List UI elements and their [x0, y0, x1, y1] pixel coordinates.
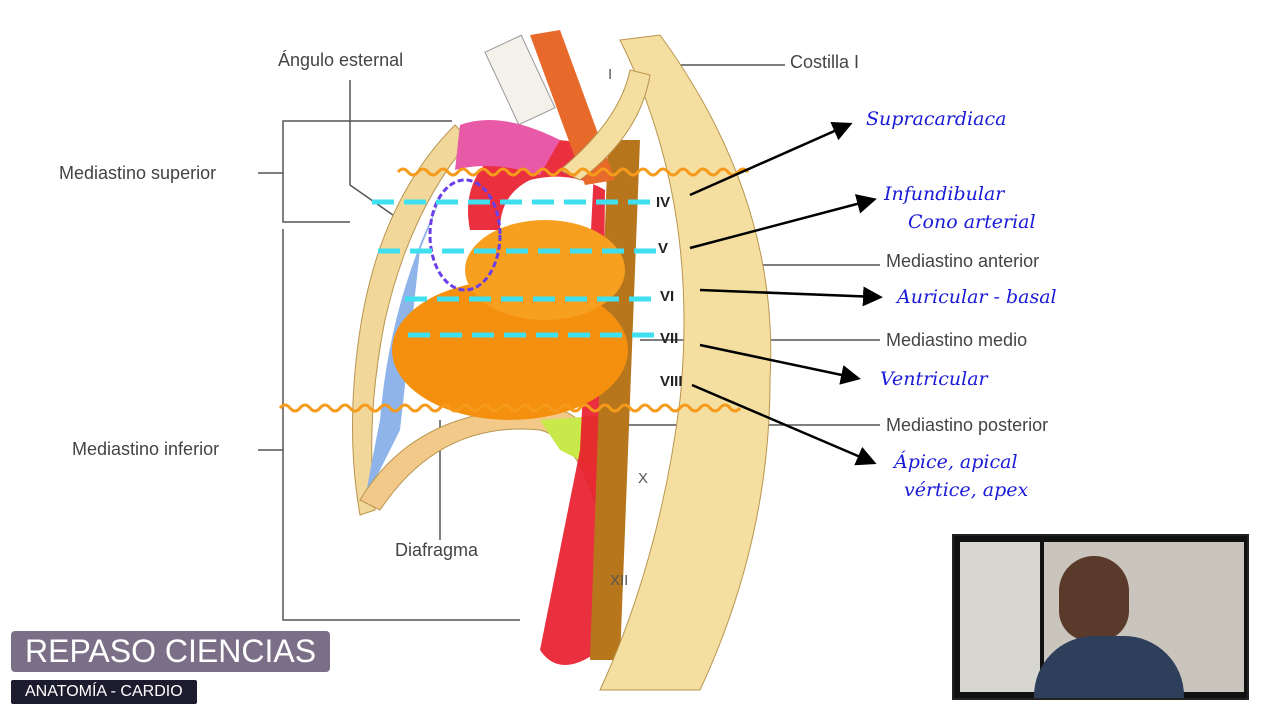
- label-diafragma: Diafragma: [395, 540, 479, 560]
- spine: [599, 34, 772, 691]
- bookshelf: [960, 542, 1040, 692]
- wavy-line-upper: [396, 167, 750, 177]
- vertebra-label: IV: [656, 194, 671, 211]
- vertebra-label: XII: [610, 572, 629, 589]
- annotation-cono-arterial: Cono arterial: [908, 211, 1036, 233]
- vertebra-label: VI: [660, 288, 675, 305]
- presenter-body: [1034, 636, 1184, 698]
- annotation-supracardiaca: Supracardiaca: [866, 108, 1007, 130]
- wavy-line-lower: [278, 403, 742, 413]
- label-costilla-i: Costilla I: [790, 52, 860, 72]
- vertebra-label: VIII: [660, 373, 683, 390]
- vertebra-label: VII: [660, 330, 679, 347]
- label-angulo-esternal: Ángulo esternal: [278, 50, 404, 70]
- annotation-ventricular: Ventricular: [880, 368, 988, 390]
- vertebra-label: I: [608, 66, 613, 83]
- annotation-apice: Ápice, apical: [894, 451, 1018, 473]
- webcam-video: [952, 534, 1249, 700]
- heart-upper: [465, 220, 625, 320]
- annotation-arrows: [689, 121, 883, 466]
- vertebra-label: X: [638, 470, 649, 487]
- thymus-scribble: [428, 178, 502, 292]
- label-mediastino-inferior: Mediastino inferior: [72, 439, 220, 459]
- label-mediastino-superior: Mediastino superior: [59, 163, 217, 183]
- rib-i: [559, 69, 651, 181]
- annotation-auricular-basal: Auricular - basal: [897, 286, 1057, 308]
- annotation-infundibular: Infundibular: [884, 183, 1005, 205]
- presenter-face: [1059, 556, 1129, 641]
- label-mediastino-anterior: Mediastino anterior: [886, 251, 1040, 271]
- label-mediastino-posterior: Mediastino posterior: [886, 415, 1049, 435]
- brachiocephalic-vessels: [484, 34, 556, 126]
- annotation-vertice: vértice, apex: [904, 479, 1029, 501]
- vertebra-label: V: [658, 240, 669, 257]
- label-mediastino-medio: Mediastino medio: [886, 330, 1028, 350]
- dashed-levels: [372, 199, 660, 338]
- esophagus: [590, 140, 640, 660]
- topic-label: ANATOMÍA - CARDIO: [11, 680, 197, 704]
- channel-name: REPASO CIENCIAS: [11, 631, 331, 672]
- aorta: [468, 140, 605, 665]
- thymus-pink: [455, 120, 560, 175]
